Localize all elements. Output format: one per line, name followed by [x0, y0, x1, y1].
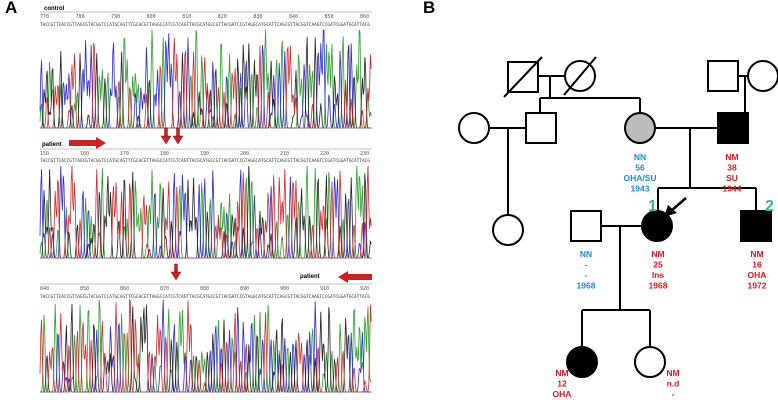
mutation-arrow-icon — [160, 127, 172, 145]
info-line: OHA — [553, 389, 572, 399]
track-label-patient: patient — [42, 142, 62, 148]
info-line: - — [585, 270, 588, 280]
position-tick-label: 180 — [160, 151, 169, 157]
info-line: OHA — [748, 270, 767, 280]
base-sequence: TACCGTTCACCGTTAGCGTACGGTCCATGCAGTTCGCACG… — [40, 22, 370, 28]
info-line: OHA/SU — [623, 173, 656, 183]
panel-label-a: A — [5, 0, 18, 17]
sibling-number: 2 — [765, 198, 774, 215]
base-sequence: TACCGTTCACCGTTAGCGTACGGTCCATGCAGTTCGCACG… — [40, 294, 370, 300]
pedigree-lines — [489, 75, 757, 347]
position-tick-label: 870 — [160, 286, 169, 292]
position-tick-label: 780 — [76, 14, 85, 20]
position-tick-label: 840 — [40, 286, 49, 292]
individual-deceased-female — [563, 56, 597, 96]
individual-affected-male — [740, 210, 772, 242]
individual-male — [525, 112, 557, 144]
individual-female — [747, 60, 778, 92]
proband-arrow-icon — [664, 197, 687, 217]
position-tick-label: 900 — [280, 286, 289, 292]
individual-female — [634, 346, 666, 378]
position-tick-label: 160 — [80, 151, 89, 157]
individual-male — [570, 210, 602, 242]
mutation-arrow-icon — [172, 127, 184, 145]
position-tick-label: 860 — [360, 14, 369, 20]
position-tick-label: 830 — [253, 14, 262, 20]
position-tick-label: 220 — [320, 151, 329, 157]
individual-info-i13: NM12OHA1996 — [553, 368, 572, 400]
reverse-arrow-icon — [338, 271, 372, 283]
individual-female — [492, 214, 524, 246]
position-tick-label: 890 — [240, 286, 249, 292]
individual-affected-female — [566, 346, 598, 378]
panel-label-b: B — [423, 0, 436, 17]
position-tick-label: 170 — [120, 151, 129, 157]
info-line: NN — [634, 152, 646, 162]
info-line: 25 — [653, 260, 663, 270]
info-line: 1972 — [748, 281, 767, 291]
position-tick-label: 850 — [80, 286, 89, 292]
info-line: NM — [666, 368, 679, 378]
info-line: n.d — [667, 379, 680, 389]
info-line: NM — [750, 249, 763, 259]
chromatogram-control: control 770 780 790 800 810 820 830 840 850 860 T… — [39, 6, 372, 129]
chromatogram-patient-forward: patient 150 160 170 180 190 200 210 220 230 TACC… — [39, 127, 372, 260]
position-tick-label: 800 — [147, 14, 156, 20]
info-line: 1968 — [649, 281, 668, 291]
info-line: 12 — [557, 379, 567, 389]
position-tick-label: 770 — [40, 14, 49, 20]
position-tick-label: 860 — [120, 286, 129, 292]
info-line: NM — [651, 249, 664, 259]
info-line: NN — [580, 249, 592, 259]
position-tick-label: 820 — [218, 14, 227, 20]
individual-info-i10: NN--1968 — [577, 249, 596, 291]
info-line: NM — [725, 152, 738, 162]
info-line: 1944 — [723, 184, 742, 194]
chromatogram-panel: control 770 780 790 800 810 820 830 840 850 860 T… — [39, 6, 372, 394]
info-line: NM — [555, 368, 568, 378]
track-label-control: control — [44, 6, 65, 12]
position-tick-label: 910 — [320, 286, 329, 292]
info-line: 16 — [752, 260, 762, 270]
position-tick-label: 790 — [111, 14, 120, 20]
chromatogram-patient-reverse: patient 840 850 860 870 880 890 900 910 920 TACC… — [39, 263, 372, 394]
position-tick-label: 230 — [360, 151, 369, 157]
info-line: - — [585, 260, 588, 270]
position-tick-label: 840 — [289, 14, 298, 20]
sibling-number: 1 — [648, 198, 657, 215]
info-line: 1968 — [577, 281, 596, 291]
info-line: - — [672, 389, 675, 399]
position-tick-label: 880 — [200, 286, 209, 292]
individual-female — [458, 112, 490, 144]
mutation-arrow-icon — [170, 263, 182, 281]
track-label-patient: patient — [300, 274, 320, 280]
forward-arrow-icon — [69, 137, 106, 149]
individual-affected-male — [717, 112, 749, 144]
base-sequence: TACCGTTCACCGTTAGCGTACGGTCCATGCAGTTCGCACG… — [40, 158, 370, 164]
position-tick-label: 810 — [182, 14, 191, 20]
individual-affected-female-proband — [641, 210, 673, 242]
individual-info-i14: NMn.d-2003 — [664, 368, 683, 400]
position-tick-label: 200 — [240, 151, 249, 157]
info-line: SU — [726, 173, 738, 183]
position-tick-label: 150 — [40, 151, 49, 157]
position-tick-label: 850 — [324, 14, 333, 20]
individual-male — [707, 60, 739, 92]
info-line: 38 — [727, 163, 737, 173]
info-line: 1943 — [631, 184, 650, 194]
info-line: Ins — [652, 270, 665, 280]
position-tick-label: 210 — [280, 151, 289, 157]
position-tick-label: 190 — [200, 151, 209, 157]
position-tick-label: 920 — [360, 286, 369, 292]
info-line: 56 — [635, 163, 645, 173]
individual-affected-female-gray — [624, 112, 656, 144]
individual-deceased-male — [503, 56, 543, 98]
